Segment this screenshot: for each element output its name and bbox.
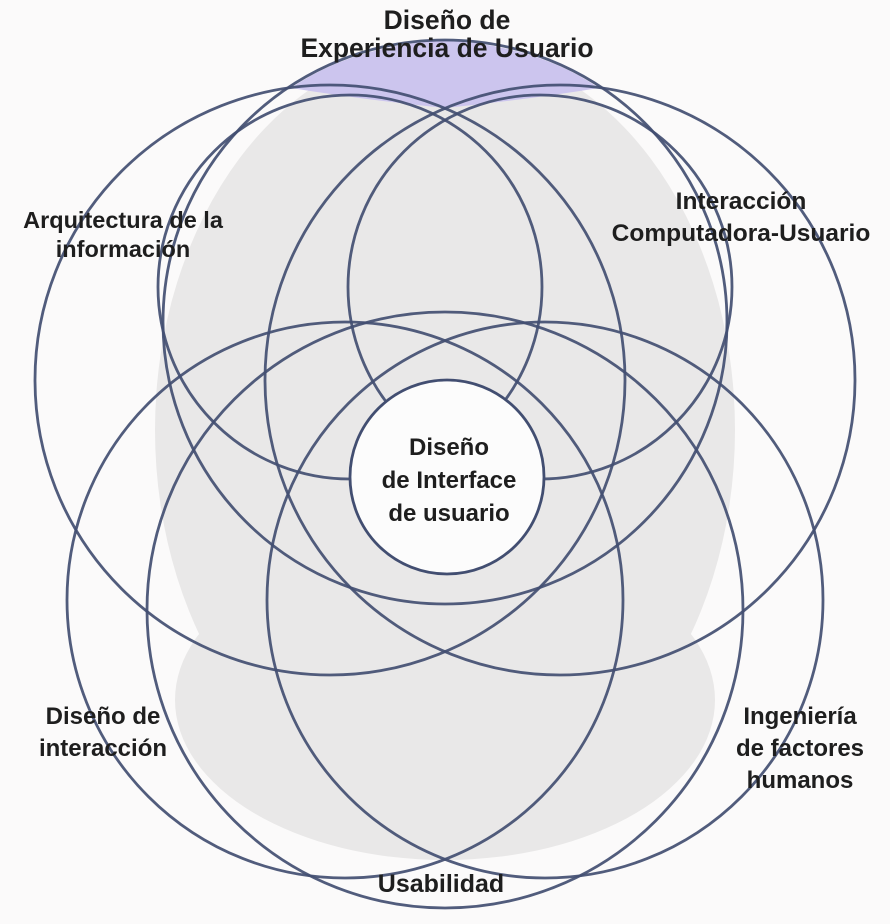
label-ui-line2: de Interface xyxy=(382,467,517,494)
label-hci-line1: Interacción xyxy=(676,188,807,215)
label-ux-line2: Experiencia de Usuario xyxy=(300,33,593,63)
label-ux-line1: Diseño de xyxy=(384,5,511,35)
label-diseno-interaccion: Diseño de interacción xyxy=(39,703,167,762)
label-hf-line2: de factores xyxy=(736,735,864,762)
label-ui-line1: Diseño xyxy=(409,434,489,461)
label-hci-line2: Computadora-Usuario xyxy=(612,220,871,247)
label-usabilidad: Usabilidad xyxy=(378,870,504,898)
label-hf-line3: humanos xyxy=(747,767,854,794)
circle-experiencia-usuario xyxy=(161,38,729,606)
circle-diseno-interaccion xyxy=(65,320,625,880)
label-hf-line1: Ingeniería xyxy=(743,703,857,730)
label-ui-line3: de usuario xyxy=(388,500,509,527)
circle-ingenieria-factores-humanos xyxy=(265,320,825,880)
label-ia-line2: información xyxy=(56,236,190,262)
label-arquitectura-informacion: Arquitectura de la información xyxy=(23,207,224,262)
ux-region-fill xyxy=(291,40,599,108)
circle-arquitectura-informacion xyxy=(33,83,627,677)
label-ingenieria-factores-humanos: Ingeniería de factores humanos xyxy=(736,703,864,794)
label-ixd-line2: interacción xyxy=(39,735,167,762)
circle-diseno-interface-usuario xyxy=(348,378,546,576)
label-diseno-interface-usuario: Diseño de Interface de usuario xyxy=(382,434,517,527)
label-experiencia-usuario: Diseño de Experiencia de Usuario xyxy=(300,5,593,63)
circle-usabilidad xyxy=(145,310,745,910)
overlap-lower-blob xyxy=(175,540,715,860)
label-interaccion-computadora-usuario: Interacción Computadora-Usuario xyxy=(612,188,871,247)
label-ixd-line1: Diseño de xyxy=(46,703,161,730)
circle-interaccion-computadora-usuario xyxy=(263,83,857,677)
label-ia-line1: Arquitectura de la xyxy=(23,207,224,233)
